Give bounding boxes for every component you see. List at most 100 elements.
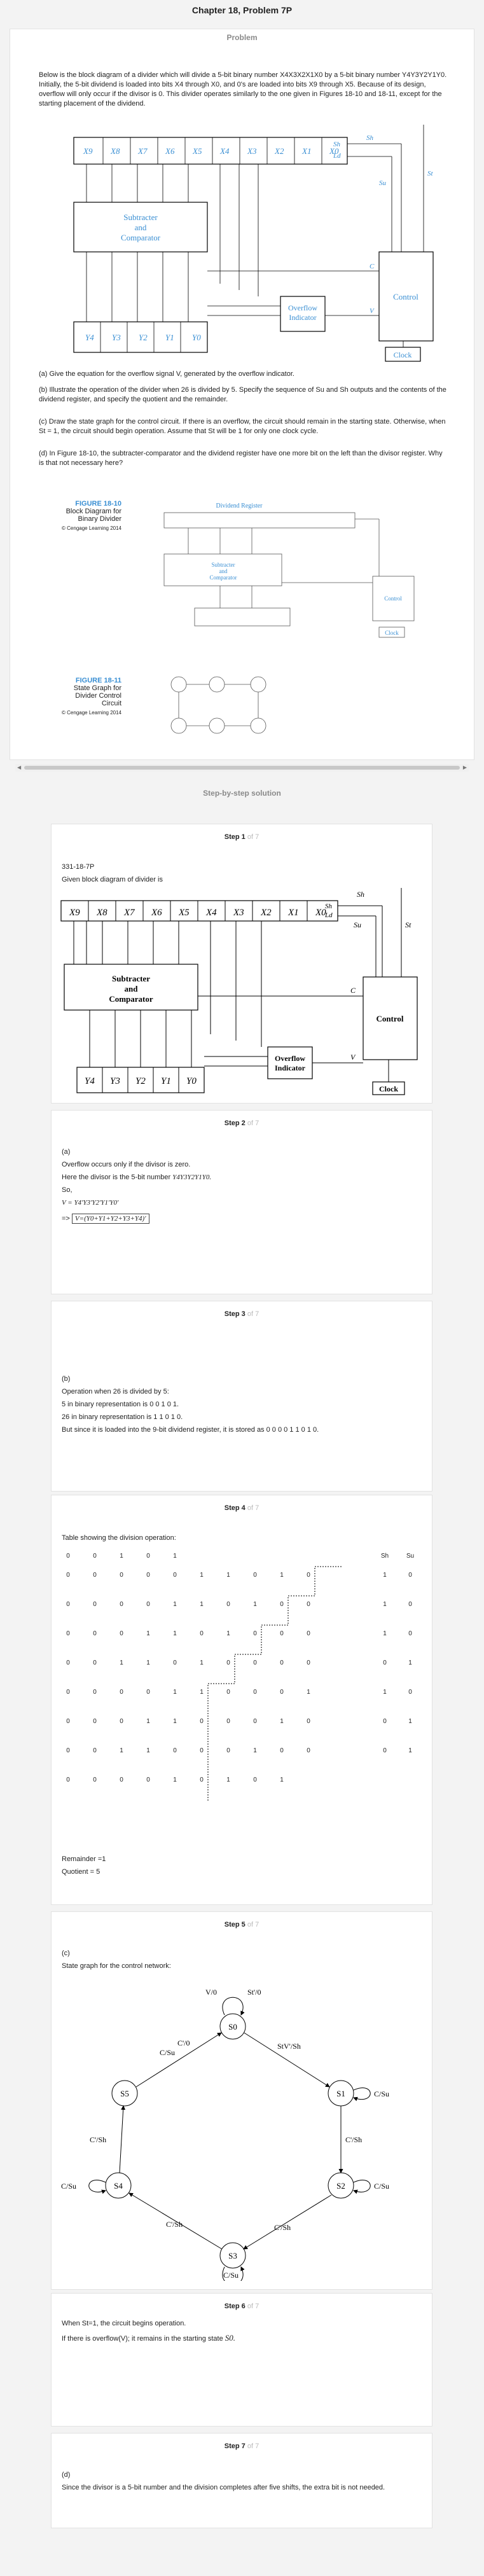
step-6-title: Step 6 of 7 bbox=[224, 2302, 259, 2310]
sh-text: Sh bbox=[325, 903, 333, 910]
x0-cell: X0 bbox=[315, 908, 326, 918]
table-cell: 1 bbox=[173, 1630, 177, 1637]
step-2-eq2: V=(Y0+Y1+Y2+Y3+Y4)' bbox=[71, 1214, 149, 1224]
step-1-code: 331-18-7P bbox=[62, 863, 95, 871]
step-1-card: Step 1 of 7 331-18-7P Given block diagra… bbox=[51, 824, 432, 1104]
table-cell: 0 bbox=[408, 1689, 412, 1696]
edge-v0: V/0 bbox=[205, 1988, 217, 1997]
table-cell: 1 bbox=[173, 1776, 177, 1783]
table-cell: 0 bbox=[66, 1747, 70, 1754]
table-cell: 1 bbox=[307, 1689, 310, 1696]
step-3-line2: 5 in binary representation is 0 0 1 0 1. bbox=[62, 1401, 179, 1408]
table-cell: 0 bbox=[307, 1630, 310, 1637]
start-state: S0. bbox=[225, 2333, 236, 2343]
table-cell: 1 bbox=[146, 1718, 150, 1725]
step-3-card: Step 3 of 7 (b) Operation when 26 is div… bbox=[51, 1301, 432, 1492]
table-cell: 1 bbox=[408, 1747, 412, 1754]
comparator-text: Comparator bbox=[109, 994, 153, 1004]
scroll-right-icon[interactable]: ▶ bbox=[462, 765, 467, 770]
figure-11-label: FIGURE 18-11 bbox=[75, 677, 121, 684]
x9-cell: X9 bbox=[69, 908, 80, 918]
x3-cell: X3 bbox=[233, 908, 244, 918]
step-7-text: Since the divisor is a 5-bit number and … bbox=[62, 2484, 385, 2491]
table-dotted-staircase bbox=[207, 1566, 342, 1801]
edge-csh-s3: C'/Sh bbox=[166, 2220, 183, 2229]
clock-label: Clock bbox=[394, 350, 412, 359]
problem-intro: Below is the block diagram of a divider … bbox=[39, 71, 447, 107]
table-cell: 0 bbox=[120, 1630, 123, 1637]
x6-cell: X6 bbox=[151, 908, 162, 918]
table-cell: 1 bbox=[200, 1601, 204, 1608]
step-7-part: (d) bbox=[62, 2471, 71, 2479]
table-cell: 0 bbox=[280, 1659, 284, 1666]
x9-label: X9 bbox=[83, 146, 93, 156]
table-cell: 1 bbox=[408, 1718, 412, 1725]
table-cell: 0 bbox=[93, 1630, 97, 1637]
problem-block-diagram: X9 X8 X7 X6 X5 X4 X3 X2 X1 X0 Subtracter… bbox=[73, 125, 434, 362]
overflow-line2: Indicator bbox=[289, 313, 316, 322]
table-cell: 0 bbox=[93, 1689, 97, 1696]
y2-cell: Y2 bbox=[135, 1076, 146, 1086]
y2-label: Y2 bbox=[139, 333, 148, 342]
table-cell: 0 bbox=[226, 1689, 230, 1696]
table-cell: 1 bbox=[200, 1572, 204, 1579]
implies-arrow: => bbox=[62, 1215, 70, 1222]
x7-cell: X7 bbox=[123, 908, 135, 918]
step-3-title: Step 3 of 7 bbox=[224, 1310, 259, 1318]
edge-csh-s4: C'/Sh bbox=[90, 2135, 106, 2144]
c-text: C bbox=[350, 986, 356, 995]
step-3-line4: But since it is loaded into the 9-bit di… bbox=[62, 1426, 319, 1434]
edge-stvsh: StV'/Sh bbox=[277, 2042, 301, 2051]
table-cell: 0 bbox=[146, 1689, 150, 1696]
horizontal-scrollbar[interactable]: ◀ ▶ bbox=[15, 764, 469, 772]
table-cell: 0 bbox=[226, 1601, 230, 1608]
sh-top-text: Sh bbox=[357, 890, 364, 899]
table-cell: 1 bbox=[408, 1659, 412, 1666]
table-cell: 0 bbox=[120, 1776, 123, 1783]
scroll-left-icon[interactable]: ◀ bbox=[17, 765, 22, 770]
table-cell: 1 bbox=[226, 1630, 230, 1637]
table-cell: 0 bbox=[146, 1601, 150, 1608]
table-cell: 0 bbox=[120, 1718, 123, 1725]
table-cell: 0 bbox=[383, 1718, 387, 1725]
figure-10-label: FIGURE 18-10 bbox=[75, 500, 121, 508]
table-cell: 0 bbox=[408, 1601, 412, 1608]
table-cell: 0 bbox=[253, 1776, 257, 1783]
table-cell: 1 bbox=[173, 1718, 177, 1725]
question-b: (b) Illustrate the operation of the divi… bbox=[39, 386, 446, 403]
step-2-part: (a) bbox=[62, 1148, 71, 1156]
table-cell: 0 bbox=[226, 1747, 230, 1754]
step-3-part: (b) bbox=[62, 1375, 71, 1383]
edge-csu-s3: C/Su bbox=[223, 2271, 239, 2280]
table-cell: 0 bbox=[173, 1747, 177, 1754]
state-s5: S5 bbox=[120, 2089, 129, 2098]
v-label: V bbox=[370, 307, 375, 315]
step-6-card: Step 6 of 7 When St=1, the circuit begin… bbox=[51, 2293, 432, 2427]
table-cell: 1 bbox=[146, 1630, 150, 1637]
table-cell: 0 bbox=[280, 1630, 284, 1637]
step-6-line1: When St=1, the circuit begins operation. bbox=[62, 2320, 186, 2327]
table-cell: 0 bbox=[66, 1601, 70, 1608]
table-cell: 1 bbox=[146, 1747, 150, 1754]
table-cell: 0 bbox=[307, 1747, 310, 1754]
table-cell: 0 bbox=[200, 1776, 204, 1783]
state-s3: S3 bbox=[228, 2251, 237, 2261]
fig10-sub-comp-1: Subtracter bbox=[212, 562, 235, 568]
table-cell: 0 bbox=[66, 1659, 70, 1666]
table-cell: 0 bbox=[93, 1601, 97, 1608]
table-cell: 1 bbox=[146, 1659, 150, 1666]
register-title: Dividend Register bbox=[216, 502, 263, 509]
scrollbar-thumb[interactable] bbox=[24, 766, 460, 770]
subtracter-text: Subtracter bbox=[112, 974, 150, 983]
figure-11-caption: FIGURE 18-11 State Graph for Divider Con… bbox=[39, 677, 121, 716]
x8-cell: X8 bbox=[96, 908, 107, 918]
y0-cell: Y0 bbox=[186, 1076, 197, 1086]
control-text: Control bbox=[376, 1014, 403, 1023]
x2-cell: X2 bbox=[260, 908, 272, 918]
solution-header: Step-by-step solution bbox=[203, 789, 281, 798]
quotient: Quotient = 5 bbox=[62, 1868, 100, 1876]
table-cell: 0 bbox=[253, 1718, 257, 1725]
